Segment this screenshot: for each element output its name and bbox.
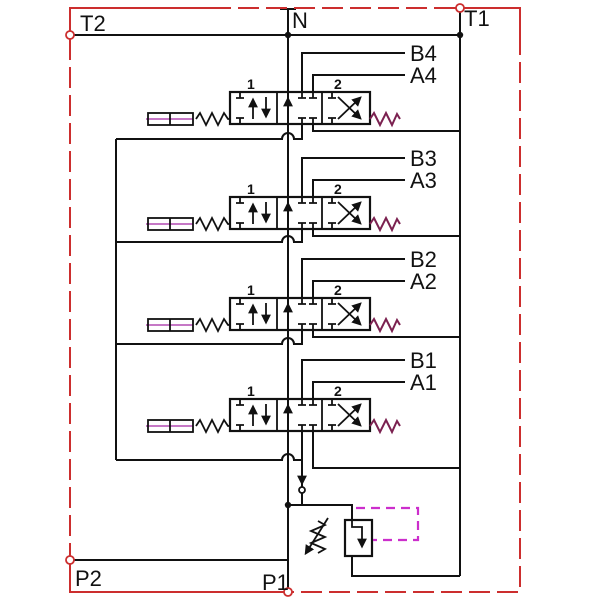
envelope-border-solid-bottomleft <box>69 545 290 593</box>
adjustment-arrow-icon <box>304 517 329 556</box>
port-label-t1: T1 <box>464 6 490 31</box>
position-label-2: 2 <box>334 282 342 298</box>
port-t1-ring-icon <box>455 3 465 13</box>
valve-section-4 <box>146 53 405 125</box>
port-label-t2: T2 <box>80 11 106 36</box>
port-label-p1: P1 <box>262 570 289 595</box>
envelope-border-solid-topleft <box>69 7 215 35</box>
section4-right-return <box>312 124 460 132</box>
work-port-label-b2: B2 <box>410 247 437 272</box>
valve-section-3 <box>146 158 405 230</box>
check-valve-ball-icon <box>298 486 306 494</box>
check-valve <box>297 431 307 505</box>
port-t2-ring-icon <box>65 30 75 40</box>
work-port-label-a1: A1 <box>410 370 437 395</box>
section4-left-return <box>116 124 303 140</box>
section1-left-return <box>116 453 302 461</box>
junction-dot <box>284 31 292 39</box>
section3-left-return <box>116 229 303 243</box>
position-label-2: 2 <box>334 181 342 197</box>
work-port-label-b1: B1 <box>410 348 437 373</box>
valve-section-1 <box>146 360 405 432</box>
section3-right-return <box>312 229 460 237</box>
position-label-1: 1 <box>247 181 255 197</box>
junction-dot <box>284 501 292 509</box>
work-port-label-a3: A3 <box>410 168 437 193</box>
position-label-1: 1 <box>247 383 255 399</box>
relief-valve-body <box>343 518 374 558</box>
position-label-2: 2 <box>334 76 342 92</box>
junction-dot <box>456 31 464 39</box>
envelope-border <box>69 7 521 593</box>
work-port-label-b3: B3 <box>410 146 437 171</box>
position-label-2: 2 <box>334 383 342 399</box>
valve-section-2 <box>146 259 405 331</box>
envelope-border-solid-topright <box>452 7 521 55</box>
port-p1-ring-icon <box>283 587 293 597</box>
work-port-label-a4: A4 <box>410 63 437 88</box>
port-label-n: N <box>292 8 308 33</box>
section1-right-return <box>312 431 460 469</box>
position-label-1: 1 <box>247 282 255 298</box>
section2-right-return <box>312 330 460 338</box>
position-label-1: 1 <box>247 76 255 92</box>
work-port-label-b4: B4 <box>410 41 437 66</box>
adjustable-spring-icon <box>308 520 328 554</box>
section2-left-return <box>116 330 303 345</box>
relief-valve <box>288 504 460 577</box>
port-label-p2: P2 <box>75 566 102 591</box>
pilot-line-icon <box>356 506 420 542</box>
work-port-label-a2: A2 <box>410 269 437 294</box>
port-p2-ring-icon <box>65 555 75 565</box>
